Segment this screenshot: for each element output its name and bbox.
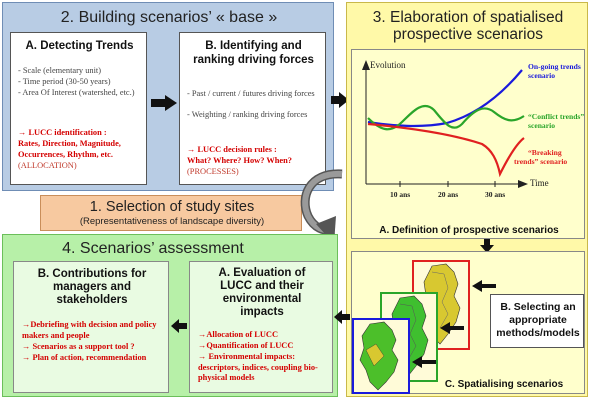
evaluation-title: LUCC and their <box>220 280 304 292</box>
evaluation-item: → Environmental impacts: descriptors, in… <box>198 352 318 382</box>
conflict-trend-label: “Conflict trends” <box>528 112 585 121</box>
arrow-right-icon <box>151 95 177 111</box>
detecting-trends-box: A. Detecting Trends - Scale (elementary … <box>10 32 147 185</box>
y-axis-arrow-icon <box>362 60 370 70</box>
processes-tag: (PROCESSES) <box>187 167 239 176</box>
definition-scenarios-label: A. Definition of prospective scenarios <box>379 225 559 236</box>
panel-building-base: 2. Building scenarios’ « base » A. Detec… <box>2 2 334 191</box>
driving-force-item: - Weighting / ranking driving forces <box>187 110 308 119</box>
contributions-title: managers and <box>53 281 131 293</box>
contribution-item: → Plan of action, recommendation <box>22 353 147 362</box>
detecting-trends-title: A. Detecting Trends <box>25 40 134 52</box>
decision-rules-line: → LUCC decision rules : <box>187 145 277 154</box>
contribution-item: → Scenarios as a support tool ? <box>22 342 135 351</box>
allocation-tag: (ALLOCATION) <box>18 161 77 170</box>
trend-item: - Time period (30-50 years) <box>18 77 111 86</box>
contributions-title: stakeholders <box>56 294 128 306</box>
y-axis-label: Evolution <box>370 60 406 70</box>
selecting-methods-label: methods/models <box>496 327 580 339</box>
panel-study-sites: 1. Selection of study sites (Representat… <box>40 195 302 231</box>
trend-item: - Scale (elementary unit) <box>18 66 102 75</box>
arrow-left-icon <box>171 319 187 333</box>
breaking-trend-label: “Breaking <box>528 148 562 157</box>
arrow-left-icon <box>412 356 436 368</box>
scenario-map-blue <box>352 318 410 394</box>
breaking-trend-line <box>367 122 525 178</box>
arrow-left-icon <box>334 310 350 324</box>
x-tick-label: 10 ans <box>390 190 411 199</box>
x-tick-label: 30 ans <box>485 190 506 199</box>
selecting-methods-label: appropriate <box>509 314 567 326</box>
ongoing-trend-line <box>367 69 523 128</box>
panel-scenarios-assessment: 4. Scenarios’ assessment B. Contribution… <box>2 234 338 397</box>
conflict-trend-label: scenario <box>528 121 555 130</box>
ongoing-trend-label: scenario <box>528 71 555 80</box>
panel-1-title: 1. Selection of study sites <box>89 199 255 215</box>
trend-item: - Area Of Interest (watershed, etc.) <box>18 88 135 97</box>
lucc-identification-line: Occurrences, Rhythm, etc. <box>18 150 113 159</box>
lucc-identification-line: → LUCC identification : <box>18 128 107 137</box>
evaluation-title: A. Evaluation of <box>218 267 306 279</box>
panel-1-subtitle: (Representativeness of landscape diversi… <box>79 216 265 227</box>
contributions-title: B. Contributions for <box>37 268 147 280</box>
panel-spatialised-scenarios: 3. Elaboration of spatialised prospectiv… <box>346 2 588 397</box>
evaluation-item: →Quantification of LUCC <box>198 341 294 350</box>
evaluation-title: impacts <box>240 306 284 318</box>
lucc-identification-line: Rates, Direction, Magnitude, <box>18 139 121 148</box>
driving-forces-title: B. Identifying and <box>205 40 302 52</box>
x-axis-arrow-icon <box>518 180 528 188</box>
driving-force-item: - Past / current / futures driving force… <box>187 89 315 98</box>
scenario-chart-svg <box>362 60 528 188</box>
arrow-right-icon <box>331 92 349 108</box>
panel-4-title: 4. Scenarios’ assessment <box>62 240 244 257</box>
x-tick-label: 20 ans <box>438 190 459 199</box>
breaking-trend-label: trends” scenario <box>514 157 568 166</box>
arrow-left-icon <box>472 280 496 292</box>
arrow-left-icon <box>440 322 464 334</box>
spatialising-scenarios-label: C. Spatialising scenarios <box>444 379 564 390</box>
x-axis-label: Time <box>530 178 549 188</box>
selecting-methods-label: B. Selecting an <box>500 301 576 313</box>
ongoing-trend-label: On-going trends <box>528 62 581 71</box>
evaluation-title: environmental <box>222 293 302 305</box>
panel-3-title: prospective scenarios <box>393 26 543 43</box>
contributions-box: B. Contributions for managers and stakeh… <box>13 261 169 393</box>
evaluation-lucc-box: A. Evaluation of LUCC and their environm… <box>189 261 333 393</box>
panel-2-title: 2. Building scenarios’ « base » <box>60 9 278 26</box>
decision-rules-line: What? Where? How? When? <box>187 156 292 165</box>
scenario-chart: Evolution Time 10 ans 20 ans 30 ans On-g… <box>351 49 585 239</box>
contribution-item: →Debriefing with decision and policy mak… <box>22 320 157 340</box>
evaluation-item: →Allocation of LUCC <box>198 330 279 339</box>
selecting-methods-box: B. Selecting an appropriate methods/mode… <box>490 294 584 348</box>
conflict-trend-line <box>367 104 525 131</box>
spatialising-area: B. Selecting an appropriate methods/mode… <box>351 251 585 394</box>
panel-3-title: 3. Elaboration of spatialised <box>372 9 564 26</box>
driving-forces-box: B. Identifying and ranking driving force… <box>179 32 326 185</box>
driving-forces-title: ranking driving forces <box>193 54 314 66</box>
arrow-down-icon <box>480 239 494 253</box>
